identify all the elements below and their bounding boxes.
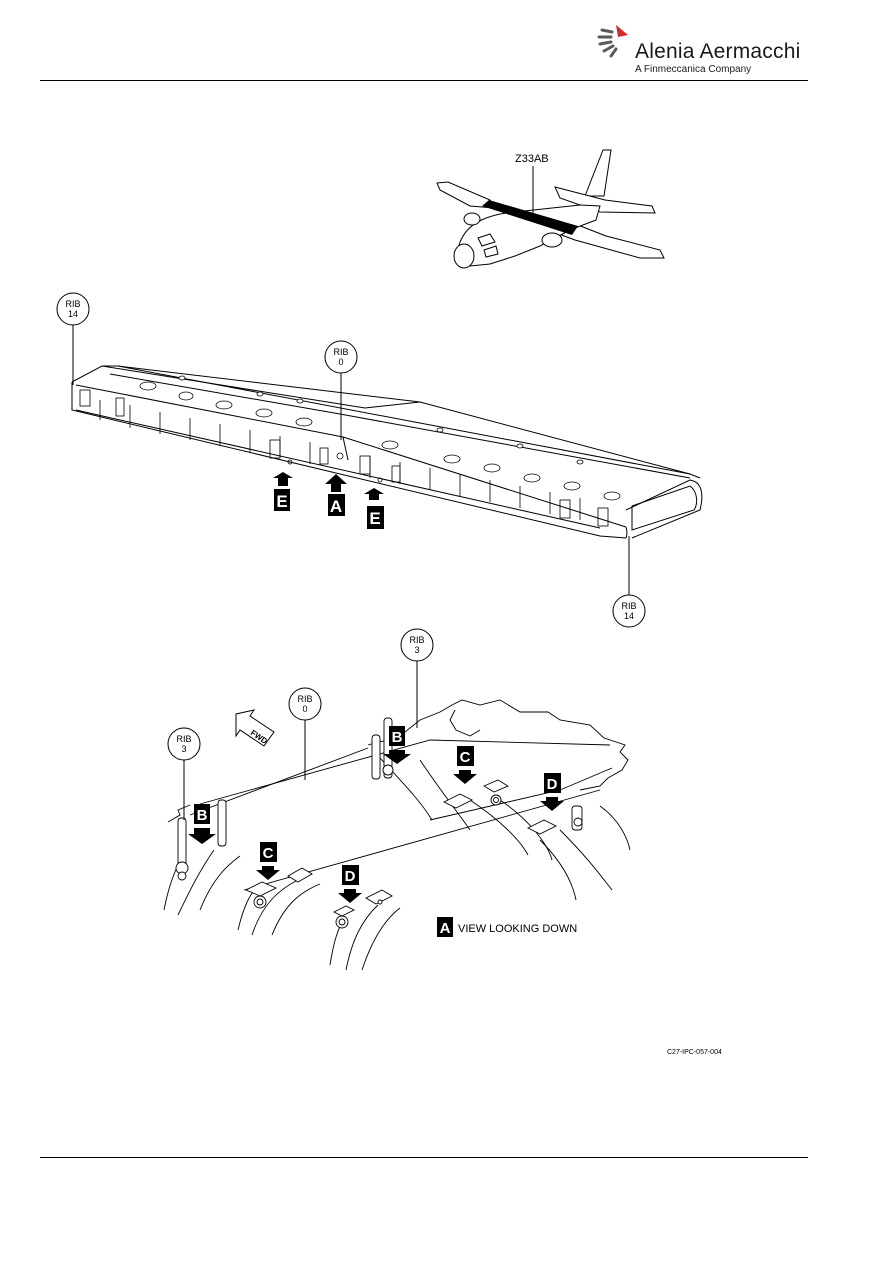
detail-rib-right-num: 3 xyxy=(414,645,419,655)
detail-marker-c-left xyxy=(256,842,280,880)
detail-letter-b-left: B xyxy=(197,807,208,824)
detail-rib-left-num: 3 xyxy=(181,744,186,754)
detail-rib-right-word: RIB xyxy=(409,635,424,645)
view-caption-marker xyxy=(437,917,453,937)
detail-letter-c-right: C xyxy=(460,749,471,766)
detail-letter-d-right: D xyxy=(547,776,558,793)
rib-center-word: RIB xyxy=(333,347,348,357)
zone-highlight xyxy=(482,200,578,235)
rib-bottom-right-word: RIB xyxy=(621,601,636,611)
rib-top-left-word: RIB xyxy=(65,299,80,309)
rib-top-left-num: 14 xyxy=(68,309,78,319)
view-arrow-e-left xyxy=(273,472,293,511)
view-arrow-e-right xyxy=(364,488,384,529)
rib-bottom-right-num: 14 xyxy=(624,611,634,621)
wing-front-details xyxy=(79,389,609,527)
rib-callout-center xyxy=(324,340,358,440)
zone-label: Z33AB xyxy=(515,153,549,165)
detail-rib-left-callout xyxy=(167,727,201,820)
footer-divider xyxy=(40,1157,808,1158)
view-arrow-a xyxy=(325,474,347,516)
wing-assembly xyxy=(71,365,703,539)
figure-id: C27-IPC-057-004 xyxy=(667,1049,722,1056)
detail-letter-c-left: C xyxy=(263,845,274,862)
detail-letter-d-left: D xyxy=(345,868,356,885)
aircraft-locator xyxy=(436,149,665,269)
brand-logo-icon xyxy=(597,25,628,58)
header: Alenia Aermacchi A Finmeccanica Company xyxy=(0,0,893,90)
detail-rib-center-callout xyxy=(288,687,322,780)
view-letter-e-left: E xyxy=(276,492,287,511)
detail-marker-d-right xyxy=(540,773,564,811)
view-letter-e-right: E xyxy=(369,509,380,528)
rib-center-num: 0 xyxy=(338,357,343,367)
brand-name: Alenia Aermacchi xyxy=(635,40,801,63)
rib-callout-bottom-right xyxy=(612,536,646,628)
brand-subtitle: A Finmeccanica Company xyxy=(635,64,752,75)
detail-marker-b-right xyxy=(383,726,411,764)
wing-access-holes xyxy=(139,375,621,501)
detail-rib-right-callout xyxy=(400,628,434,728)
detail-letter-b-right: B xyxy=(392,729,403,746)
rib-callout-top-left xyxy=(56,292,90,385)
view-caption-letter: A xyxy=(440,920,451,937)
header-divider xyxy=(40,80,808,81)
detail-marker-d-left xyxy=(338,865,362,903)
detail-rib-left-word: RIB xyxy=(176,734,191,744)
detail-marker-c-right xyxy=(453,746,477,784)
detail-marker-b-left xyxy=(188,804,216,844)
detail-rib-center-num: 0 xyxy=(302,704,307,714)
view-caption-text: VIEW LOOKING DOWN xyxy=(458,923,577,935)
detail-fittings xyxy=(175,717,583,929)
view-letter-a: A xyxy=(330,497,342,516)
detail-rib-center-word: RIB xyxy=(297,694,312,704)
forward-arrow-icon xyxy=(235,709,275,747)
